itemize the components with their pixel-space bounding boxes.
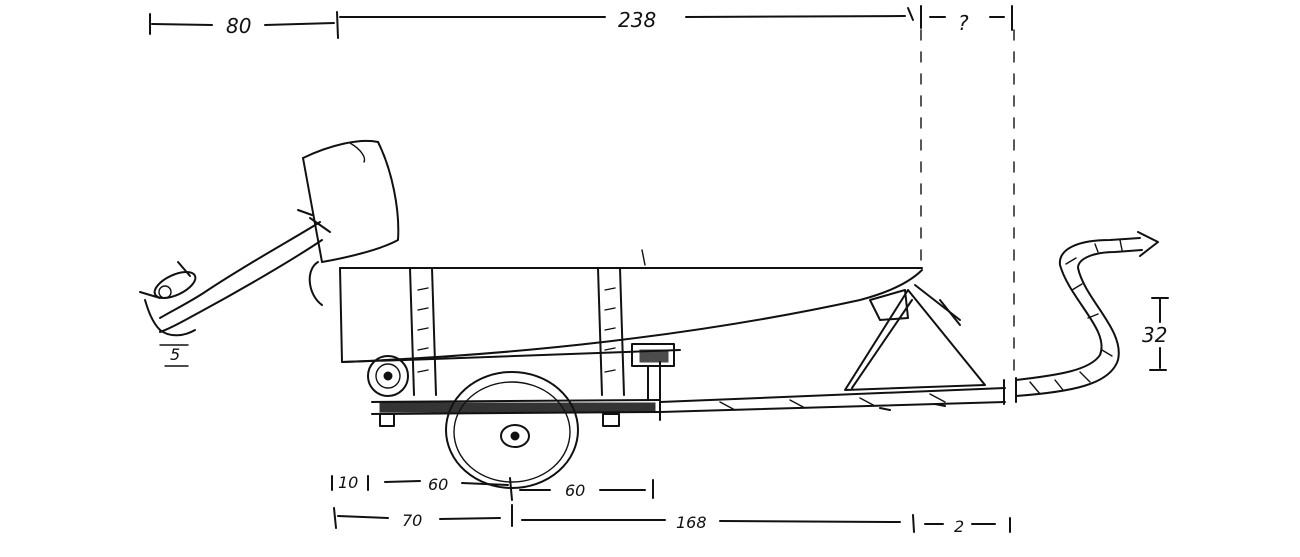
right-height-dimension bbox=[1149, 297, 1169, 371]
dimension-80-label: 80 bbox=[226, 14, 251, 38]
cylinder-tank bbox=[302, 139, 400, 263]
dimension-32-label: 32 bbox=[1142, 323, 1167, 347]
chassis-frame bbox=[371, 343, 675, 427]
bottom-dimension-row2 bbox=[333, 504, 1011, 533]
dimension-10-label: 10 bbox=[338, 473, 358, 492]
small-wheel bbox=[367, 355, 409, 397]
dimension-60b-label: 60 bbox=[565, 481, 585, 500]
dimension-238-label: 238 bbox=[618, 8, 656, 32]
dimension-unknown-label: ? bbox=[958, 11, 969, 35]
handle-arm bbox=[139, 209, 331, 337]
dimension-60a-label: 60 bbox=[428, 475, 448, 494]
dimension-5-label: 5 bbox=[170, 345, 180, 364]
dimension-168-label: 168 bbox=[676, 513, 707, 532]
bottom-dimension-row1 bbox=[331, 475, 654, 501]
dimension-2-label: 2 bbox=[954, 517, 964, 536]
drawbar bbox=[659, 387, 1006, 413]
large-wheel bbox=[445, 371, 579, 489]
coupling-hose bbox=[1003, 231, 1159, 405]
top-dimension-line bbox=[149, 5, 1013, 39]
trailer-body bbox=[339, 249, 923, 396]
support-triangle bbox=[844, 284, 986, 391]
dimension-70-label: 70 bbox=[402, 511, 422, 530]
